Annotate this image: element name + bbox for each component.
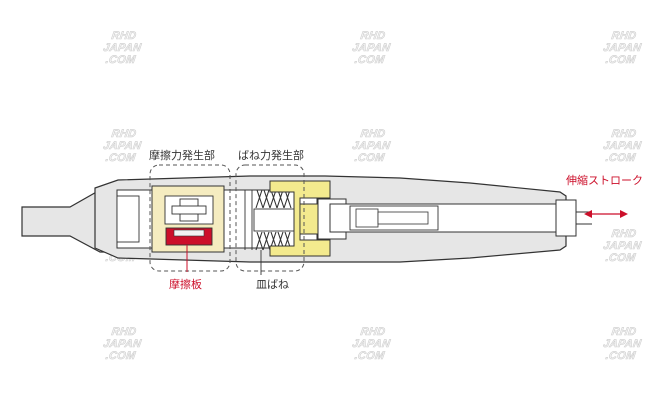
spring-section-outline: [235, 164, 305, 272]
friction-section-label: 摩擦力発生部: [149, 149, 215, 162]
disc-spring-stack: [255, 189, 292, 251]
friction-plate-label: 摩擦板: [169, 278, 202, 291]
stroke-arrow: [584, 210, 628, 218]
friction-plate-core: [173, 229, 205, 237]
inner-bore-left-cap: [116, 195, 140, 243]
friction-section-outline: [149, 164, 231, 272]
disc-spring-label: 皿ばね: [256, 278, 289, 291]
rod-end-cap: [555, 199, 577, 237]
spring-section-label: ばね力発生部: [238, 149, 304, 162]
stroke-label: 伸縮ストローク: [566, 174, 643, 187]
friction-piston-head: [171, 205, 207, 215]
